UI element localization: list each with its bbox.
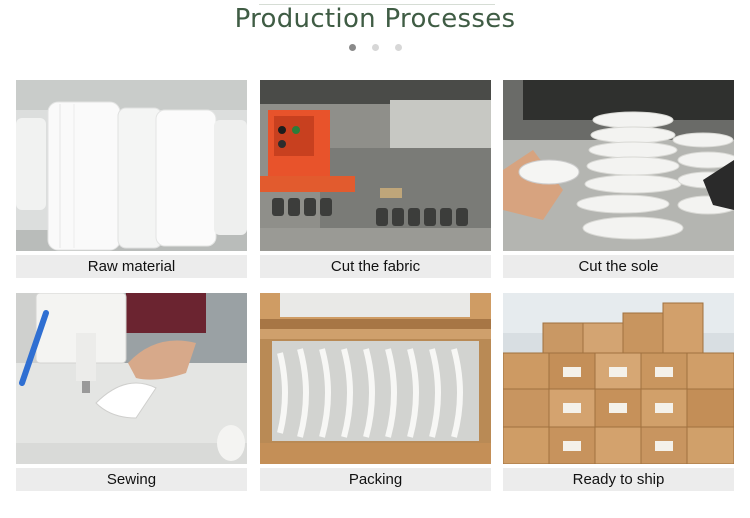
header: Production Processes: [0, 4, 750, 34]
step-label: Raw material: [16, 255, 247, 278]
cutting-machine-photo: [260, 80, 491, 251]
carousel-dot-1[interactable]: [348, 44, 356, 51]
page-title-text: Production Processes: [234, 4, 516, 34]
sole-cutting-photo: [503, 80, 734, 251]
page-title: Production Processes: [235, 4, 516, 34]
process-card-ready-to-ship: Ready to ship: [503, 293, 734, 491]
process-card-packing: Packing: [260, 293, 491, 491]
raw-material-photo: [16, 80, 247, 251]
packed-slippers-photo: [260, 293, 491, 464]
step-label: Packing: [260, 468, 491, 491]
process-card-raw-material: Raw material: [16, 80, 247, 278]
process-card-sewing: Sewing: [16, 293, 247, 491]
carousel-dot-2[interactable]: [371, 44, 379, 51]
step-label: Ready to ship: [503, 468, 734, 491]
carousel-dots: [0, 44, 750, 51]
title-decoration-line: [258, 4, 496, 5]
cardboard-boxes-photo: [503, 293, 734, 464]
process-card-cut-fabric: Cut the fabric: [260, 80, 491, 278]
step-label: Sewing: [16, 468, 247, 491]
step-label: Cut the sole: [503, 255, 734, 278]
sewing-machine-photo: [16, 293, 247, 464]
step-label: Cut the fabric: [260, 255, 491, 278]
carousel-dot-3[interactable]: [394, 44, 402, 51]
process-card-cut-sole: Cut the sole: [503, 80, 734, 278]
